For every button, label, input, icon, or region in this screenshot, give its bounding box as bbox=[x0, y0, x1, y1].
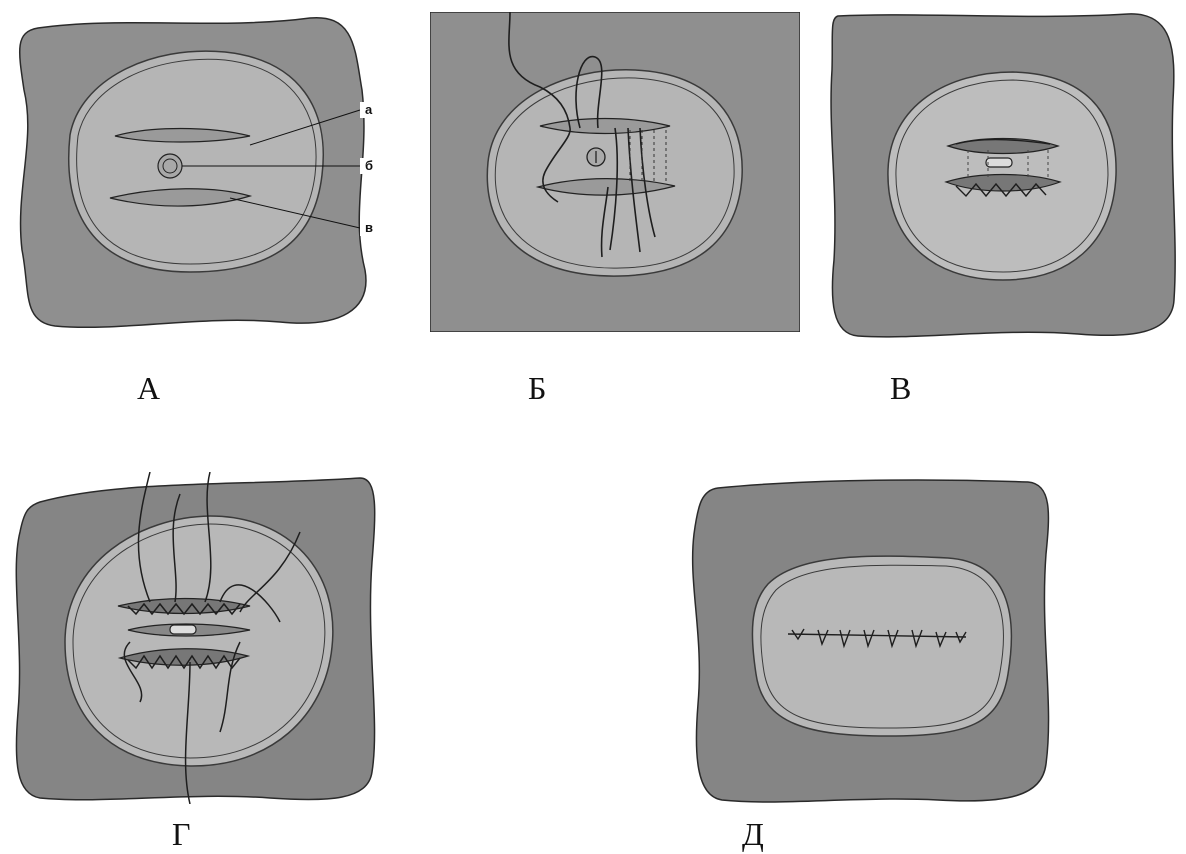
panel-b-diagram bbox=[430, 12, 800, 332]
caption-g: Г bbox=[172, 818, 191, 850]
label-b: б bbox=[365, 158, 373, 173]
panel-c-svg bbox=[828, 10, 1178, 340]
label-a: а bbox=[365, 102, 373, 117]
panel-b-svg bbox=[430, 12, 800, 332]
inner-zone bbox=[752, 556, 1011, 736]
caption-v: В bbox=[890, 372, 911, 404]
center-button bbox=[986, 158, 1012, 167]
label-v: в bbox=[365, 220, 373, 235]
caption-b: Б bbox=[528, 372, 546, 404]
panel-a-svg: а б в bbox=[10, 10, 380, 332]
center-ring bbox=[158, 154, 182, 178]
panel-d-svg bbox=[10, 472, 380, 804]
panel-d-diagram bbox=[10, 472, 380, 804]
panel-e-diagram bbox=[688, 474, 1056, 806]
caption-a: А bbox=[137, 372, 160, 404]
caption-d: Д bbox=[742, 818, 764, 850]
panel-c-diagram bbox=[828, 10, 1178, 340]
panel-e-svg bbox=[688, 474, 1056, 806]
panel-a-diagram: а б в bbox=[10, 10, 380, 332]
